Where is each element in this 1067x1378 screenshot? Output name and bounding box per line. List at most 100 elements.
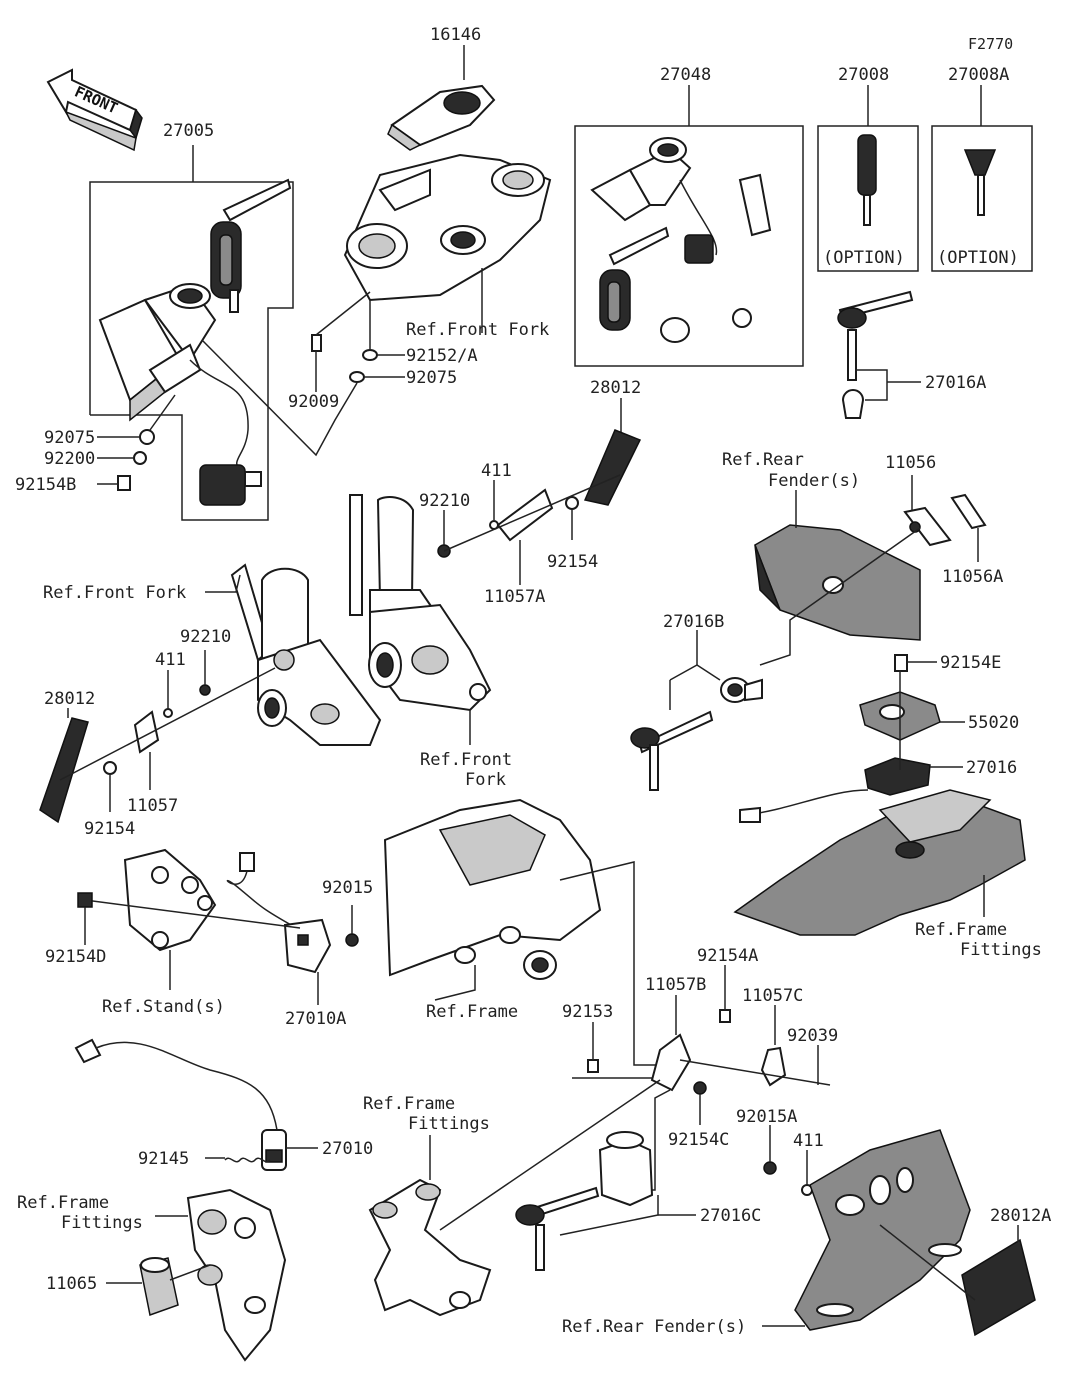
key-blank-27008: [857, 134, 877, 196]
label-27016A: 27016A: [925, 373, 986, 393]
label-92210-left: 92210: [180, 627, 231, 647]
label-11057B: 11057B: [645, 975, 706, 995]
ref-front-fork-left: [230, 563, 382, 746]
ref-frame-fittings-right-2: Fittings: [960, 940, 1042, 960]
label-27010: 27010: [322, 1139, 373, 1159]
label-92152A: 92152/A: [406, 346, 478, 366]
reflector-28012A: [961, 1238, 1036, 1337]
label-92154-left: 92154: [84, 819, 135, 839]
part-27016A-keys: [837, 290, 914, 419]
ref-front-fork-right: [349, 494, 492, 712]
ref-stand-label: Ref.Stand(s): [102, 997, 225, 1017]
label-411-left: 411: [155, 650, 186, 670]
washer-92152A: [362, 349, 378, 361]
label-27016: 27016: [966, 758, 1017, 778]
label-411-mid: 411: [481, 461, 512, 481]
part-27010A-side-stand-switch: [226, 852, 332, 974]
label-28012-top: 28012: [590, 378, 641, 398]
part-27016B-lock: [630, 677, 763, 791]
ref-frame-fittings-mid: [368, 1178, 492, 1317]
reflector-28012-top: [583, 429, 642, 506]
label-92153: 92153: [562, 1002, 613, 1022]
label-27005: 27005: [163, 121, 214, 141]
bolt-92154D: [77, 892, 93, 908]
label-11056A: 11056A: [942, 567, 1003, 587]
ref-frame-fittings-right: [733, 789, 1026, 936]
ref-rear-fender-top: [754, 524, 921, 641]
label-11065: 11065: [46, 1274, 97, 1294]
label-27016C: 27016C: [700, 1206, 761, 1226]
diagram-code: F2770: [968, 35, 1013, 53]
bracket-11056: [903, 506, 952, 547]
part-27016C-lock: [515, 1131, 654, 1271]
washer-92075-top: [349, 371, 365, 383]
bolt-92154E: [894, 654, 908, 672]
ref-frame-fittings-mid-1: Ref.Frame: [363, 1094, 455, 1114]
key-blank-27008A: [963, 149, 997, 176]
ref-front-fork-left: Ref.Front Fork: [43, 583, 186, 603]
label-92039: 92039: [787, 1026, 838, 1046]
bracket-11056A: [950, 493, 987, 530]
ref-frame-fittings-left-2: Fittings: [61, 1213, 143, 1233]
ref-frame-fittings-left: [186, 1188, 287, 1362]
ref-rear-fender-bottom: [794, 1129, 971, 1331]
option-label-1: (OPTION): [823, 248, 905, 268]
bracket-11057B: [650, 1033, 692, 1092]
reflector-28012-left: [39, 717, 89, 824]
label-92015: 92015: [322, 878, 373, 898]
ref-frame-center: [383, 798, 602, 980]
part-16146-cover: [387, 84, 496, 151]
bolt-92153: [587, 1059, 599, 1073]
label-16146: 16146: [430, 25, 481, 45]
ref-frame-mid: Ref.Frame: [426, 1002, 518, 1022]
label-92200: 92200: [44, 449, 95, 469]
ref-front-fork-mid-1: Ref.Front: [420, 750, 512, 770]
part-27008A-box: [931, 125, 1033, 272]
bolt-92009: [311, 334, 322, 352]
label-92154A: 92154A: [697, 946, 758, 966]
lock-27016: [864, 757, 931, 796]
bolt-92154B: [117, 475, 131, 491]
label-92154D: 92154D: [45, 947, 106, 967]
label-27008A: 27008A: [948, 65, 1009, 85]
ref-front-fork-top: Ref.Front Fork: [406, 320, 549, 340]
nut-92015A: [763, 1161, 777, 1175]
label-27016B: 27016B: [663, 612, 724, 632]
label-92154E: 92154E: [940, 653, 1001, 673]
spring-92145: [224, 1157, 271, 1163]
bracket-11057C: [760, 1046, 787, 1087]
ref-rear-fender-top-2: Fender(s): [768, 471, 860, 491]
label-411-right: 411: [793, 1131, 824, 1151]
label-11057A: 11057A: [484, 587, 545, 607]
label-28012A: 28012A: [990, 1206, 1051, 1226]
ref-front-fork-mid-2: Fork: [465, 770, 506, 790]
label-11057: 11057: [127, 796, 178, 816]
label-92154B: 92154B: [15, 475, 76, 495]
bolt-92154A: [719, 1009, 731, 1023]
bracket-11057: [133, 710, 160, 754]
label-92210-mid: 92210: [419, 491, 470, 511]
label-28012-left: 28012: [44, 689, 95, 709]
label-55020: 55020: [968, 713, 1019, 733]
nut-92154C: [693, 1081, 707, 1095]
ref-frame-fittings-left-1: Ref.Frame: [17, 1193, 109, 1213]
option-label-2: (OPTION): [937, 248, 1019, 268]
ref-rear-fender-bottom: Ref.Rear Fender(s): [562, 1317, 746, 1337]
washer-92200: [133, 451, 147, 465]
label-27008: 27008: [838, 65, 889, 85]
label-92075-top: 92075: [406, 368, 457, 388]
label-92015A: 92015A: [736, 1107, 797, 1127]
part-27005-ignition-set: [89, 145, 294, 521]
label-92154C: 92154C: [668, 1130, 729, 1150]
label-11056: 11056: [885, 453, 936, 473]
washer-92075-left: [139, 429, 155, 445]
label-11057C: 11057C: [742, 986, 803, 1006]
part-27010-switch: [74, 1038, 287, 1171]
ref-frame-fittings-mid-2: Fittings: [408, 1114, 490, 1134]
ref-rear-fender-top-1: Ref.Rear: [722, 450, 804, 470]
ref-frame-fittings-right-1: Ref.Frame: [915, 920, 1007, 940]
label-92009: 92009: [288, 392, 339, 412]
label-92154-mid: 92154: [547, 552, 598, 572]
part-27048-contents: [590, 137, 772, 343]
